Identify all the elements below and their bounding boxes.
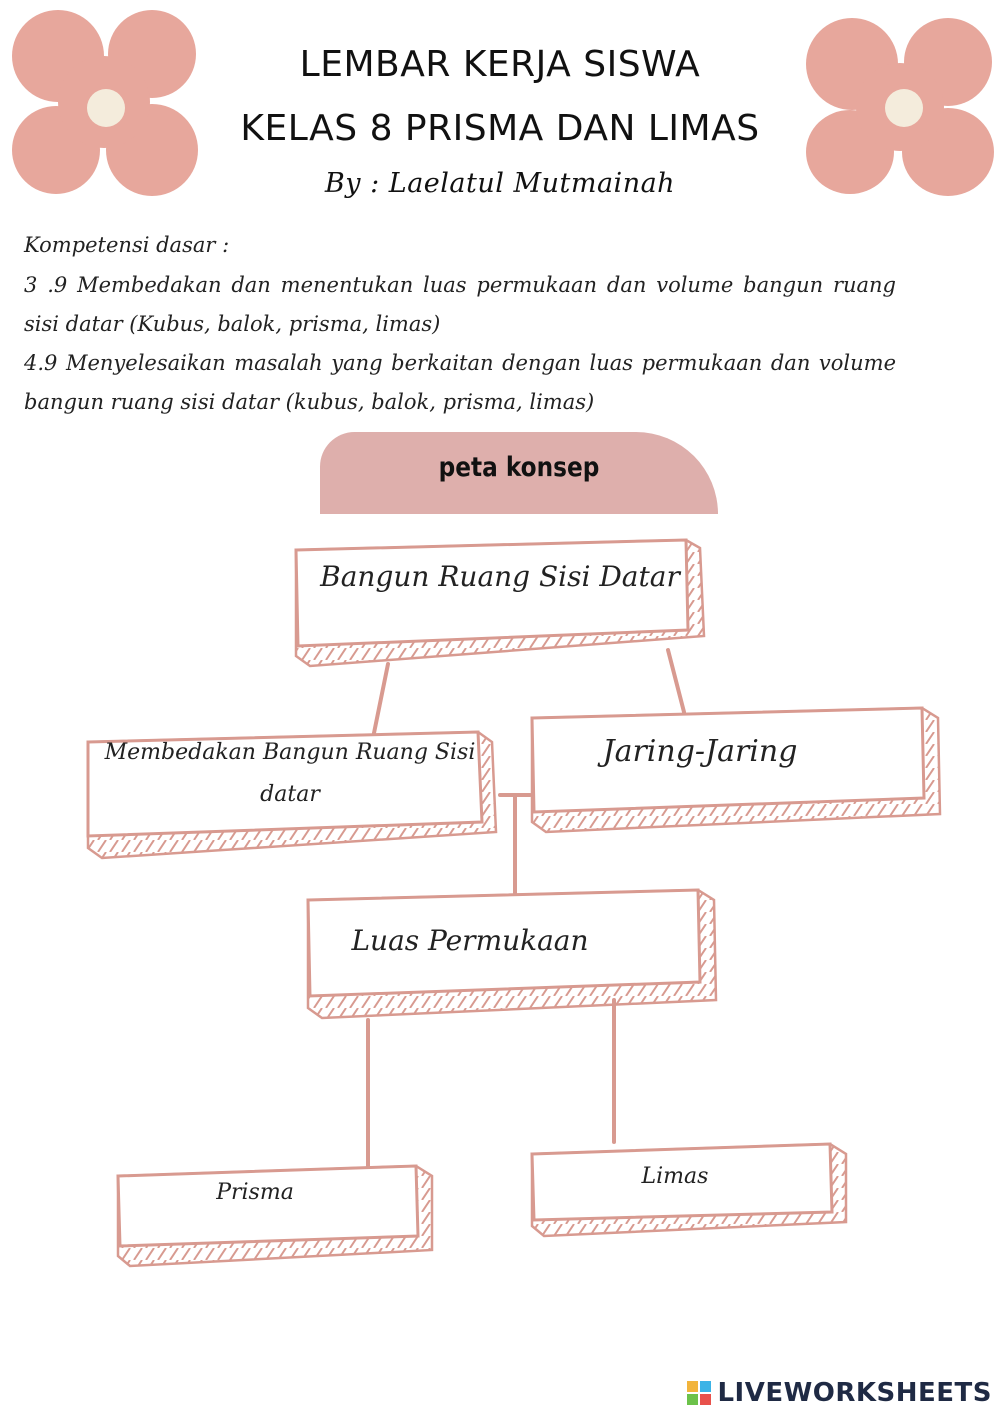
connector-root-nets <box>666 648 686 714</box>
worksheet-subtitle: KELAS 8 PRISMA DAN LIMAS <box>240 108 760 149</box>
node-surface-area-label: Luas Permukaan <box>351 924 589 957</box>
node-surface-area-box <box>306 888 718 1020</box>
node-nets-label: Jaring-Jaring <box>602 734 798 769</box>
liveworksheets-logo-icon <box>687 1381 712 1405</box>
node-nets-box <box>530 706 942 834</box>
section-heading-banner <box>320 432 718 514</box>
flower-left-icon <box>12 10 198 196</box>
author-line: By : Laelatul Mutmainah <box>324 168 676 199</box>
worksheet-title: LEMBAR KERJA SISWA <box>299 44 701 85</box>
node-differentiate-box <box>86 730 498 860</box>
liveworksheets-brand: LIVEWORKSHEETS <box>687 1378 992 1408</box>
flower-right-icon <box>806 18 994 196</box>
connector-root-differentiate <box>372 662 390 735</box>
node-pyramid-label: Limas <box>641 1164 709 1189</box>
node-prism-box <box>116 1164 434 1268</box>
kompetensi-item-4-9: 4.9 Menyelesaikan masalah yang berkaitan… <box>24 351 896 414</box>
section-heading: peta konsep <box>438 452 600 483</box>
node-prism-label: Prisma <box>216 1180 294 1205</box>
node-pyramid-box <box>530 1142 848 1238</box>
node-root-box <box>294 538 706 668</box>
node-root-label: Bangun Ruang Sisi Datar <box>320 560 680 593</box>
kompetensi-label: Kompetensi dasar : <box>24 233 230 257</box>
node-differentiate-label: Membedakan Bangun Ruang Sisi datar <box>104 740 476 807</box>
liveworksheets-brand-text: LIVEWORKSHEETS <box>717 1378 992 1408</box>
kompetensi-item-3-9: 3 .9 Membedakan dan menentukan luas perm… <box>24 273 896 336</box>
